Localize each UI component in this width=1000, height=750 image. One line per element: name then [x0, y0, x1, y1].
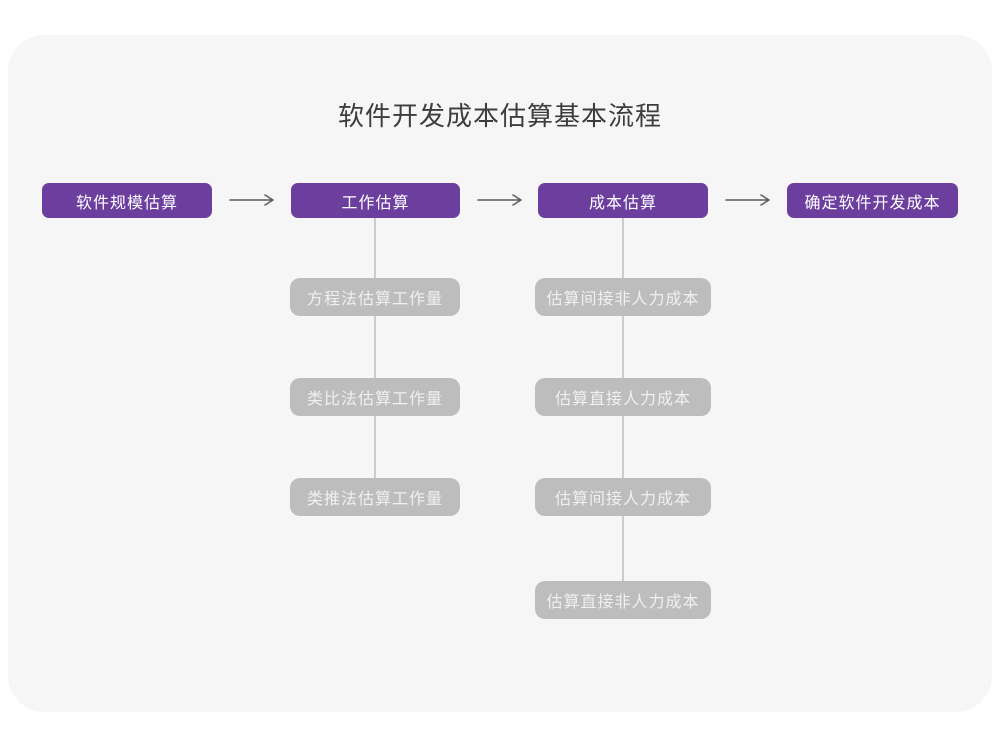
step-effort-estimation: 工作估算	[291, 183, 460, 218]
substep-indirect-labor-cost: 估算间接人力成本	[535, 478, 711, 516]
arrow-right-icon	[725, 193, 771, 207]
step-cost-estimation: 成本估算	[538, 183, 708, 218]
connector-line-effort	[374, 218, 376, 481]
substep-analogy-method: 类比法估算工作量	[290, 378, 460, 416]
substep-equation-method: 方程法估算工作量	[290, 278, 460, 316]
substep-direct-non-labor-cost: 估算直接非人力成本	[535, 581, 711, 619]
substep-direct-labor-cost: 估算直接人力成本	[535, 378, 711, 416]
step-final-cost: 确定软件开发成本	[787, 183, 958, 218]
diagram-card	[8, 35, 992, 712]
diagram-title: 软件开发成本估算基本流程	[337, 101, 662, 131]
arrow-right-icon	[229, 193, 275, 207]
substep-extrapolation-method: 类推法估算工作量	[290, 478, 460, 516]
substep-indirect-non-labor-cost: 估算间接非人力成本	[535, 278, 711, 316]
step-scale-estimation: 软件规模估算	[42, 183, 212, 218]
arrow-right-icon	[477, 193, 523, 207]
